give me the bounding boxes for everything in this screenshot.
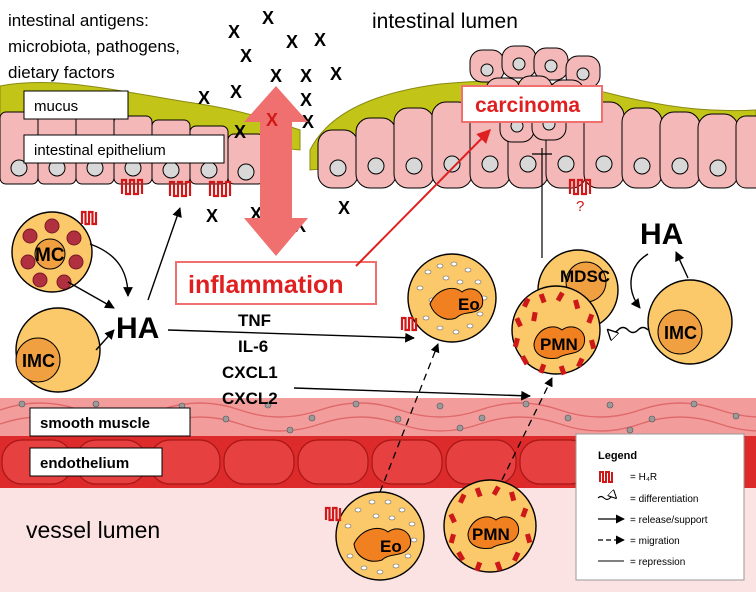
mdsc-label: MDSC [560,267,610,286]
epithelium-label-box [23,134,225,164]
endothelium-label: endothelium [40,455,129,472]
imc-cell-right: IMC [647,279,733,365]
svg-text:X: X [302,112,314,132]
mast-cell: MC [11,210,98,293]
mucus-label: mucus [34,98,78,115]
vessel-lumen-label: vessel lumen [26,517,160,543]
eosinophil-tissue: Eo [400,253,497,343]
inflammation-to-carcinoma-arrow [355,129,491,267]
mucus-label-box [23,90,129,120]
svg-text:X: X [314,30,326,50]
pmn-vessel-cell: PMN [443,479,537,573]
carcinoma-label: carcinoma [475,94,580,117]
eo-vessel-label: Eo [380,537,402,556]
svg-text:X: X [300,90,312,110]
legend-h4r: = H₄R [630,472,657,483]
antigens-line-3: dietary factors [8,63,115,82]
legend-migration: = migration [630,536,680,547]
cytokine-cxcl2: CXCL2 [222,389,278,408]
svg-text:X: X [286,32,298,52]
inflammation-box [175,261,377,305]
mc-to-ha-arrow [67,281,115,309]
imc-differentiation-arrow [608,326,649,333]
cytokine-il6: IL-6 [238,337,268,356]
pmn-tissue-label: PMN [540,335,578,354]
imc-to-ha-arrow [95,329,115,351]
ha-left-label: HA [116,312,159,345]
svg-text:X: X [230,82,242,102]
legend-h4r-symbol [599,471,613,483]
legend-release: = release/support [630,515,708,526]
eo-migration-arrow [379,343,440,493]
svg-text:X: X [234,122,246,142]
antigens-line-1: intestinal antigens: [8,11,149,30]
svg-text:X: X [240,46,252,66]
legend-differentiation-symbol [597,497,616,501]
svg-text:X: X [300,66,312,86]
antigens-line-2: microbiota, pathogens, [8,37,180,56]
antigen-markers: X X X X X X X X X X X X X X X X X [198,8,350,236]
carcinoma-box [461,85,603,123]
cytokine-to-pmn-arrow [293,387,531,401]
endothelium-label-box [29,447,163,477]
inflammation-double-arrow [244,86,308,256]
question-mark: ? [576,198,584,215]
svg-text:X: X [270,66,282,86]
imc-right-label: IMC [664,323,697,343]
svg-text:X: X [330,64,342,84]
ha-right-to-cells-arrow [630,253,649,309]
legend-repression: = repression [630,557,685,568]
antigen-marker-red: X [266,110,278,130]
imc-to-ha-right-arrow [675,251,689,279]
cytokine-cxcl1: CXCL1 [222,363,278,382]
eosinophil-vessel: Eo [324,491,425,581]
ha-right-label: HA [640,218,683,251]
ha-to-eo-arrow [167,329,415,343]
imc-left-label: IMC [22,351,55,371]
legend: Legend = H₄R = differentiation = release… [575,433,745,581]
imc-cell-left: IMC [15,307,101,393]
smooth-muscle-label-box [29,407,191,437]
svg-text:X: X [338,198,350,218]
cytokine-list: TNF IL-6 CXCL1 CXCL2 [222,311,278,408]
eo-tissue-label: Eo [458,295,480,314]
inflammation-label: inflammation [188,271,344,299]
epithelium-right [309,45,756,189]
smooth-muscle-label: smooth muscle [40,415,150,432]
legend-title: Legend [598,450,637,462]
svg-text:X: X [206,206,218,226]
pmn-migration-arrow [501,377,553,481]
ha-to-mc-arrow [89,243,133,297]
pmn-tissue-cell: PMN [511,285,601,376]
intestinal-lumen-label: intestinal lumen [372,10,518,33]
svg-text:X: X [262,8,274,28]
cytokine-tnf: TNF [238,311,271,330]
epithelium-label: intestinal epithelium [34,142,166,159]
pmn-vessel-label: PMN [472,525,510,544]
ha-to-epithelium-arrow [147,207,182,301]
svg-text:X: X [198,88,210,108]
mc-label: MC [35,245,65,266]
svg-text:X: X [228,22,240,42]
h4r-receptors-epithelium [120,178,592,198]
legend-differentiation: = differentiation [630,494,698,505]
